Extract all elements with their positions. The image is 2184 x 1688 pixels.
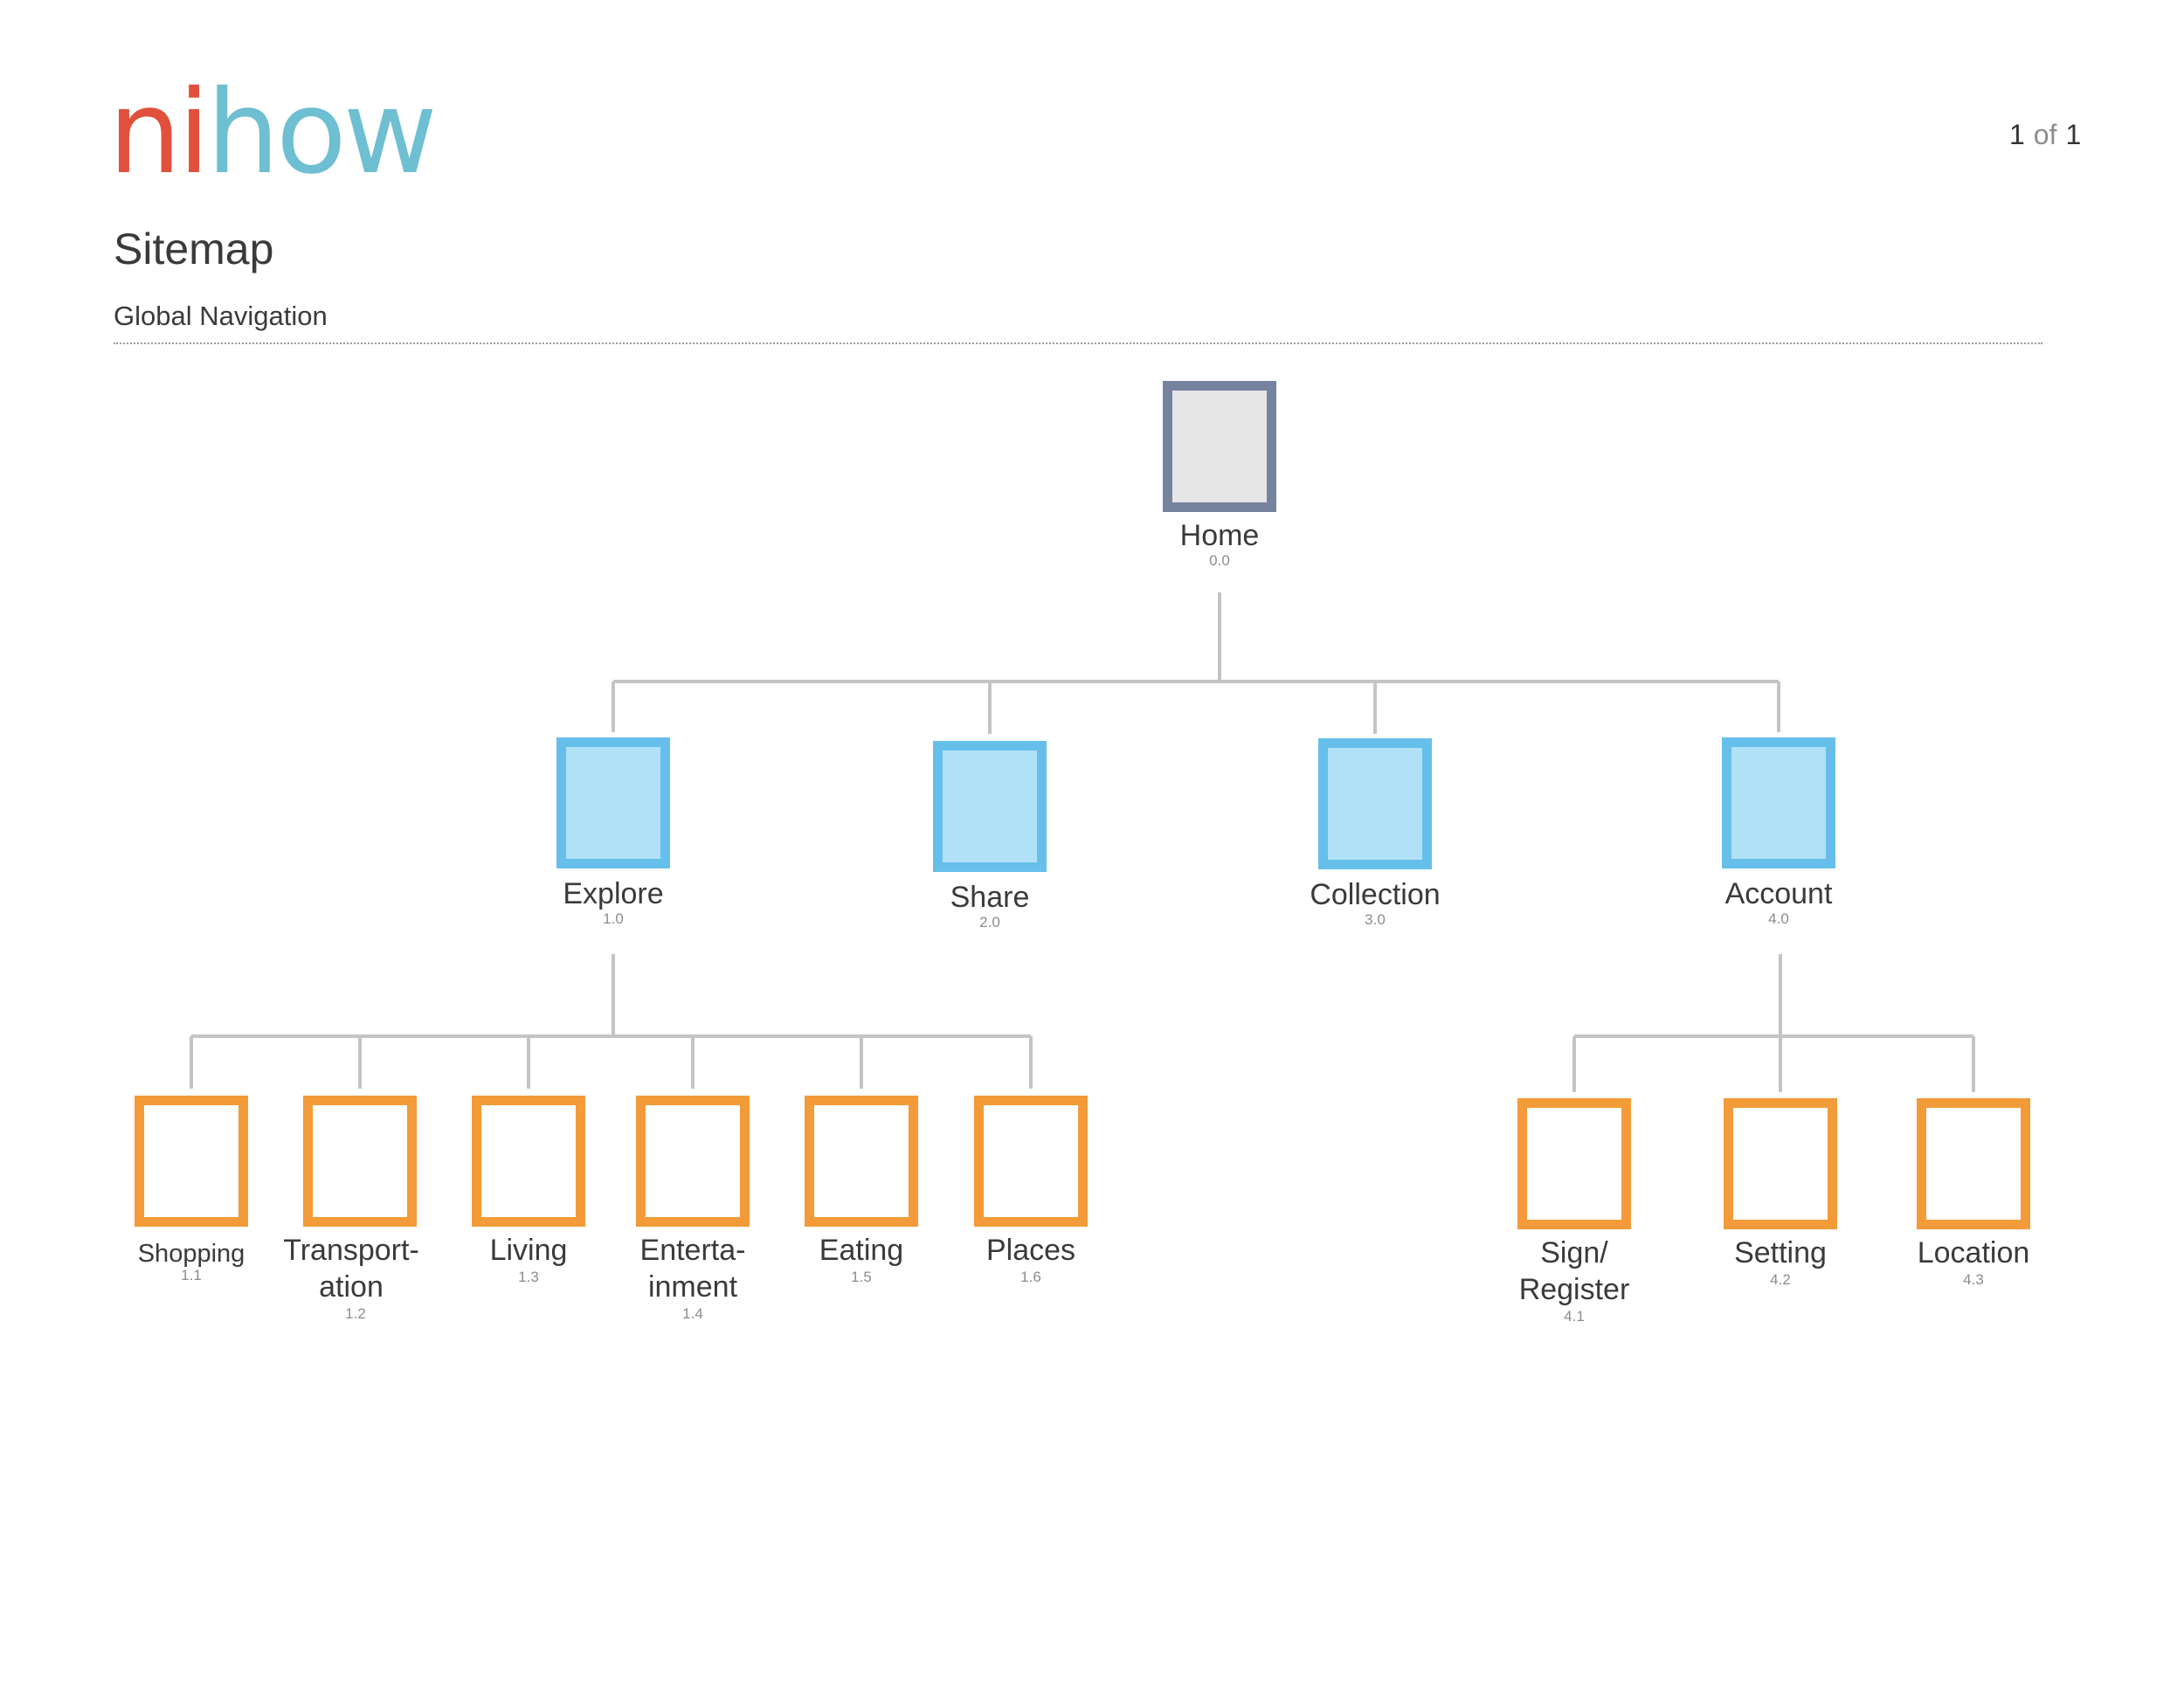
living-page-box xyxy=(472,1096,585,1227)
setting-page-box xyxy=(1724,1098,1837,1229)
nihow-logo: nihow xyxy=(108,75,438,190)
places-page-box xyxy=(974,1096,1088,1227)
eating-page-box xyxy=(805,1096,918,1227)
node-label: Enterta-inment xyxy=(639,1234,746,1304)
header-divider xyxy=(114,342,2042,344)
node-code: 1.3 xyxy=(518,1269,539,1285)
explore-page-box xyxy=(556,737,670,868)
node-code: 1.5 xyxy=(851,1269,872,1285)
sign-register-page-box xyxy=(1517,1098,1631,1229)
node-code: 4.2 xyxy=(1770,1271,1791,1288)
node-code: 3.0 xyxy=(1365,911,1386,928)
node-code: 1.4 xyxy=(682,1305,703,1322)
node-code: 0.0 xyxy=(1209,552,1230,569)
node-label: Location xyxy=(1917,1236,2030,1269)
shopping-page-box xyxy=(135,1096,248,1227)
logo-part-red: ni xyxy=(108,66,210,200)
node-label: Explore xyxy=(563,877,664,910)
node-code: 4.3 xyxy=(1963,1271,1984,1288)
node-label: Transport-ation xyxy=(283,1234,419,1304)
collection-page-box xyxy=(1318,738,1432,869)
node-label: Share xyxy=(950,881,1030,914)
node-code: 4.1 xyxy=(1564,1308,1585,1325)
location-page-box xyxy=(1917,1098,2030,1229)
page-title: Sitemap xyxy=(114,225,274,273)
node-code: 4.0 xyxy=(1768,910,1789,927)
node-code: 1.6 xyxy=(1020,1269,1041,1285)
home-page-box xyxy=(1163,381,1276,512)
node-label: Shopping xyxy=(137,1240,245,1268)
node-label: Home xyxy=(1179,519,1260,552)
page-total: 1 xyxy=(2065,119,2082,150)
share-page-box xyxy=(933,741,1047,872)
node-label: Setting xyxy=(1734,1236,1827,1269)
node-label: Eating xyxy=(819,1234,904,1267)
node-code: 1.2 xyxy=(345,1305,366,1322)
account-page-box xyxy=(1722,737,1835,868)
entertainment-page-box xyxy=(636,1096,750,1227)
node-code: 2.0 xyxy=(979,914,1000,930)
page-of-label: of xyxy=(2033,119,2057,150)
node-label: Living xyxy=(489,1234,568,1267)
node-label: Account xyxy=(1724,877,1833,910)
page-number: 1 xyxy=(2009,119,2025,150)
node-label: Places xyxy=(985,1234,1076,1267)
node-code: 1.0 xyxy=(603,910,624,927)
node-label: Collection xyxy=(1310,878,1441,911)
page-indicator: 1 of 1 xyxy=(2009,119,2081,151)
page-subtitle: Global Navigation xyxy=(114,301,328,331)
transportation-page-box xyxy=(303,1096,417,1227)
node-code: 1.1 xyxy=(181,1267,202,1283)
node-label: Sign/Register xyxy=(1518,1236,1630,1306)
logo-part-teal: how xyxy=(206,66,437,200)
